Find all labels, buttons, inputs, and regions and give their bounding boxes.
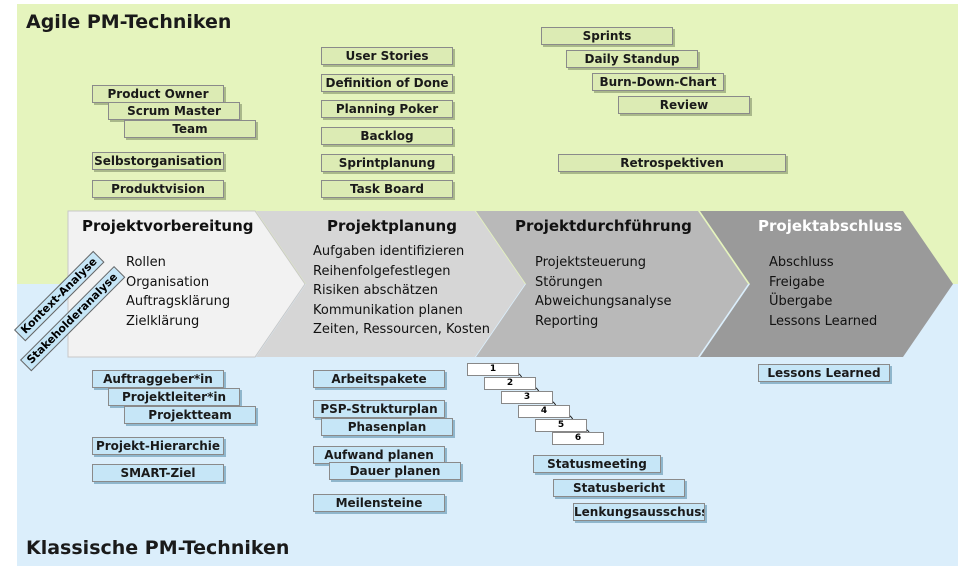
phase-title-abschluss: Projektabschluss: [758, 217, 903, 235]
agile-tag-team: Team: [124, 120, 256, 138]
phase-item: Reporting: [535, 313, 599, 329]
step-box: 1: [467, 363, 519, 376]
phase-item: Projektsteuerung: [535, 255, 647, 270]
phase-item: Abweichungsanalyse: [535, 294, 672, 309]
phase-item: Aufgaben identifizieren: [313, 244, 465, 259]
step-box: 3: [501, 391, 553, 404]
phase-items-abschluss: Abschluss Freigabe Übergabe Lessons Lear…: [769, 253, 877, 331]
agile-tag-scrum-master: Scrum Master: [108, 102, 240, 120]
agile-band-title: Agile PM-Techniken: [26, 11, 232, 33]
phase-chevron-durchfuehrung: [476, 211, 748, 357]
agile-tag-planning-poker: Planning Poker: [321, 100, 453, 118]
phase-item: Lessons Learned: [769, 313, 878, 329]
agile-tag-retrospektiven: Retrospektiven: [558, 154, 786, 172]
klassisch-tag-phasenplan: Phasenplan: [321, 418, 453, 436]
phase-item: Freigabe: [769, 274, 825, 290]
klassisch-tag-projekt-hierarchie: Projekt-Hierarchie: [92, 437, 224, 455]
klassisch-tag-statusmeeting: Statusmeeting: [533, 455, 661, 473]
agile-tag-product-owner: Product Owner: [92, 85, 224, 103]
klassisch-tag-dauer-planen: Dauer planen: [329, 462, 461, 480]
phase-items-planung: Aufgaben identifizieren Reihenfolgefestl…: [313, 242, 490, 340]
phase-item: Rollen: [126, 255, 166, 270]
klassisch-tag-aufwand-planen: Aufwand planen: [313, 446, 445, 464]
klassisch-tag-psp-strukturplan: PSP-Strukturplan: [313, 400, 445, 418]
step-box: 6: [552, 432, 604, 445]
agile-tag-daily-standup: Daily Standup: [566, 50, 698, 68]
klassisch-tag-lessons-learned: Lessons Learned: [758, 364, 890, 382]
klassisch-tag-statusbericht: Statusbericht: [553, 479, 685, 497]
agile-tag-definition-of-done: Definition of Done: [321, 74, 453, 92]
klassisch-tag-projektteam: Projektteam: [124, 406, 256, 424]
agile-tag-user-stories: User Stories: [321, 47, 453, 65]
phase-item: Kommunikation planen: [313, 302, 463, 318]
klassisch-tag-meilensteine: Meilensteine: [313, 494, 445, 512]
agile-tag-selbstorganisation: Selbstorganisation: [92, 152, 224, 170]
phase-item: Risiken abschätzen: [313, 283, 438, 298]
phase-title-planung: Projektplanung: [327, 217, 457, 235]
klassisch-tag-arbeitspakete: Arbeitspakete: [313, 370, 445, 388]
step-box: 5: [535, 419, 587, 432]
agile-tag-sprintplanung: Sprintplanung: [321, 154, 453, 172]
agile-tag-burn-down-chart: Burn-Down-Chart: [592, 73, 724, 91]
phase-title-vorbereitung: Projektvorbereitung: [82, 217, 254, 235]
klassisch-tag-auftraggeber: Auftraggeber*in: [92, 370, 224, 388]
phase-items-durchfuehrung: Projektsteuerung Störungen Abweichungsan…: [535, 253, 672, 331]
phase-item: Zeiten, Ressourcen, Kosten: [313, 322, 490, 337]
phase-item: Übergabe: [769, 294, 833, 309]
klassisch-tag-lenkungsausschuss: Lenkungsausschuss: [573, 503, 705, 521]
phase-item: Abschluss: [769, 255, 834, 270]
phase-item: Organisation: [126, 274, 210, 290]
phase-items-vorbereitung: Rollen Organisation Auftragsklärung Ziel…: [126, 253, 230, 331]
agile-tag-produktvision: Produktvision: [92, 180, 224, 198]
phase-chevron-planung: [256, 211, 525, 357]
phase-item: Auftragsklärung: [126, 294, 231, 309]
klassisch-band-title: Klassische PM-Techniken: [26, 537, 290, 559]
agile-tag-review: Review: [618, 96, 750, 114]
phase-item: Reihenfolgefestlegen: [313, 263, 451, 279]
phase-item: Zielklärung: [126, 313, 200, 329]
phase-item: Störungen: [535, 274, 603, 290]
agile-tag-sprints: Sprints: [541, 27, 673, 45]
klassisch-tag-projektleiter: Projektleiter*in: [108, 388, 240, 406]
klassisch-tag-smart-ziel: SMART-Ziel: [92, 464, 224, 482]
step-box: 4: [518, 405, 570, 418]
step-box: 2: [484, 377, 536, 390]
agile-tag-task-board: Task Board: [321, 180, 453, 198]
phase-chevron-abschluss: [700, 211, 953, 357]
agile-tag-backlog: Backlog: [321, 127, 453, 145]
phase-title-durchfuehrung: Projektdurchführung: [515, 217, 692, 235]
